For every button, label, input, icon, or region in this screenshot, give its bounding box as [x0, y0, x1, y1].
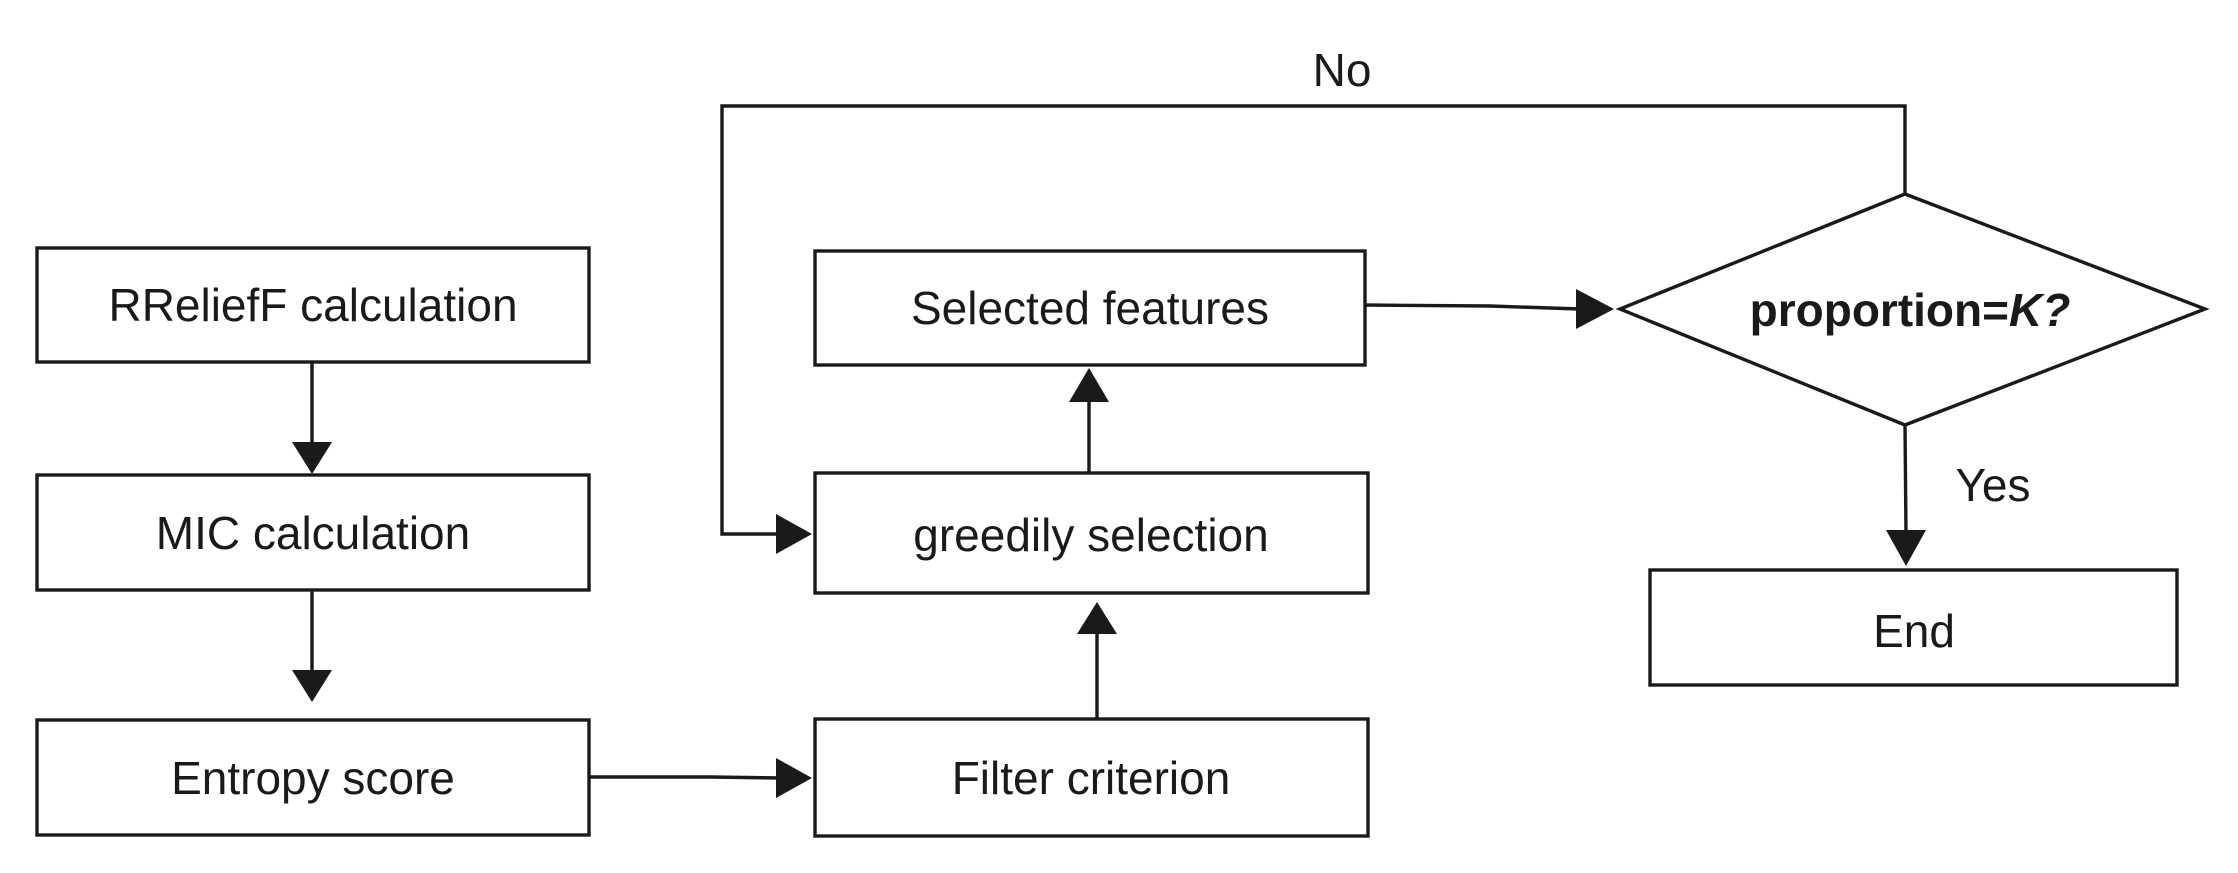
box-rrelieff	[35, 246, 591, 364]
node-rrelieff: RReliefF calculation	[35, 246, 591, 364]
edge-selected-to-decision	[1361, 303, 1581, 311]
label-greedy: greedily selection	[913, 509, 1268, 561]
arrowhead-greedy-left	[776, 514, 812, 554]
label-decision: proportion=K?	[1750, 284, 2071, 336]
label-mic: MIC calculation	[156, 507, 470, 559]
arrowhead-filter	[776, 758, 812, 798]
arrowhead-end	[1886, 530, 1926, 566]
arrowhead-selected	[1069, 368, 1109, 402]
edges	[292, 104, 1926, 798]
label-selected: Selected features	[911, 282, 1269, 334]
edge-entropy-to-filter	[588, 775, 781, 780]
box-end	[1648, 568, 2179, 687]
box-filter	[813, 717, 1370, 838]
label-decision-prefix: proportion=	[1750, 284, 2009, 336]
arrowhead-greedy-bottom	[1077, 602, 1117, 634]
decision-diamond	[1615, 192, 2210, 427]
node-decision: proportion=K?	[1615, 192, 2210, 427]
arrowhead-mic	[292, 442, 332, 474]
label-decision-suffix: ?	[2042, 284, 2070, 336]
label-decision-var: K	[2009, 284, 2045, 336]
node-selected: Selected features	[813, 249, 1367, 367]
arrowhead-entropy	[292, 670, 332, 702]
node-greedy: greedily selection	[813, 471, 1370, 595]
label-end: End	[1873, 605, 1955, 657]
edge-decision-to-end	[1903, 424, 1908, 535]
arrowhead-decision	[1576, 289, 1614, 329]
label-entropy: Entropy score	[171, 752, 455, 804]
label-filter: Filter criterion	[952, 752, 1231, 804]
box-selected	[813, 249, 1367, 367]
label-rrelieff: RReliefF calculation	[108, 279, 517, 331]
box-mic	[35, 473, 591, 592]
node-mic: MIC calculation	[35, 473, 591, 592]
node-end: End	[1648, 568, 2179, 687]
label-yes: Yes	[1955, 459, 2030, 511]
node-filter: Filter criterion	[813, 717, 1370, 838]
label-no: No	[1313, 44, 1372, 96]
node-entropy: Entropy score	[35, 718, 591, 837]
box-entropy	[35, 718, 591, 837]
edge-decision-no-loop	[720, 104, 1907, 536]
box-greedy	[813, 471, 1370, 595]
